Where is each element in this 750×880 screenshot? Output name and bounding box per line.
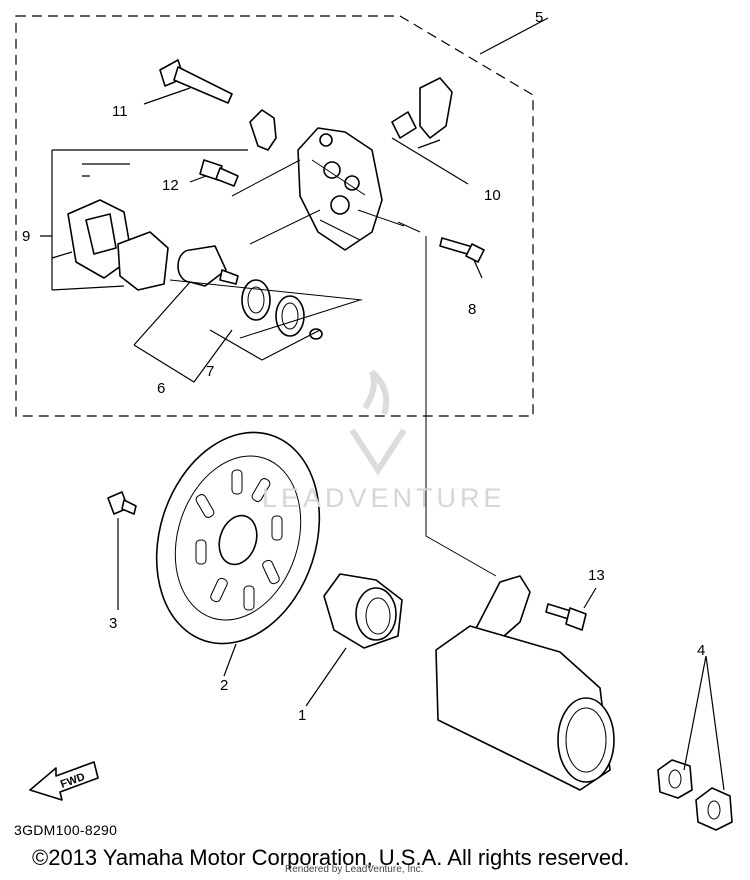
callout-5: 5 bbox=[535, 9, 543, 26]
rendered-by-credit: Rendered by LeadVenture, Inc. bbox=[285, 864, 424, 875]
leader-lines bbox=[40, 17, 725, 791]
callout-13: 13 bbox=[588, 567, 605, 584]
copyright-notice: ©2013 Yamaha Motor Corporation, U.S.A. A… bbox=[32, 845, 630, 870]
pad-pin-part bbox=[391, 77, 453, 139]
bleed-screw-part bbox=[199, 159, 239, 187]
caliper-bracket-part bbox=[435, 575, 615, 791]
callout-3: 3 bbox=[109, 615, 117, 632]
hub-part bbox=[323, 573, 403, 649]
brake-disc-part bbox=[155, 431, 321, 645]
watermark-logo bbox=[349, 369, 407, 476]
screw-part bbox=[107, 491, 137, 515]
callout-9: 9 bbox=[22, 228, 30, 245]
callout-labels: 1 2 3 4 5 6 7 8 9 10 11 12 13 bbox=[22, 9, 705, 724]
callout-4: 4 bbox=[697, 642, 705, 659]
bolt-11-part bbox=[159, 59, 233, 104]
piston-part bbox=[177, 245, 239, 287]
diagram-code: 3GDM100-8290 bbox=[14, 822, 118, 838]
callout-1: 1 bbox=[298, 707, 306, 724]
bracket-part bbox=[249, 109, 277, 151]
seal-part bbox=[241, 279, 323, 340]
brake-pad-part bbox=[67, 199, 169, 291]
callout-7: 7 bbox=[206, 363, 214, 380]
callout-6: 6 bbox=[157, 380, 165, 397]
callout-11: 11 bbox=[112, 103, 128, 120]
callout-10: 10 bbox=[484, 187, 501, 204]
nut-part bbox=[657, 759, 733, 831]
bolt-8-part bbox=[439, 237, 485, 263]
bolt-13-part bbox=[545, 603, 587, 631]
callout-12: 12 bbox=[162, 177, 179, 194]
callout-2: 2 bbox=[220, 677, 228, 694]
caliper-body-part bbox=[297, 127, 383, 251]
fwd-arrow: FWD bbox=[29, 761, 99, 801]
assembly-boundary bbox=[15, 15, 534, 417]
callout-8: 8 bbox=[468, 301, 476, 318]
watermark-text: LEADVENTURE bbox=[262, 483, 506, 513]
